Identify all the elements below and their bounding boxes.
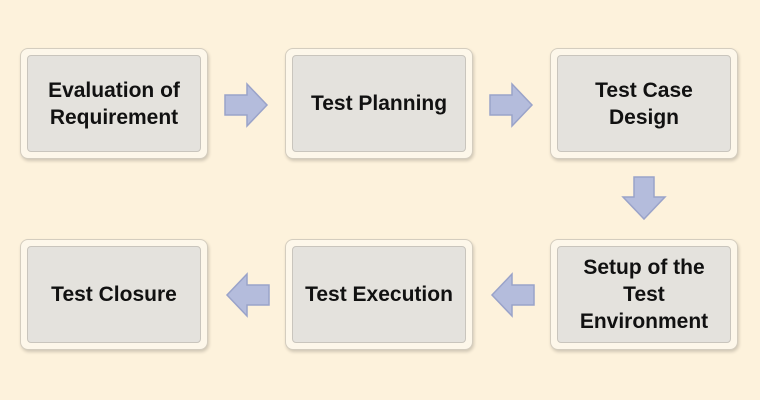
step-test-closure: Test Closure [20,239,208,350]
arrow-left-icon [225,272,271,318]
step-test-case-design: Test Case Design [550,48,738,159]
arrow-left-icon [490,272,536,318]
step-label: Test Execution [305,283,453,306]
arrow-right-icon [223,82,269,128]
step-test-planning: Test Planning [285,48,473,159]
step-label: Evaluation of Requirement [48,78,180,129]
step-label: Test Closure [51,283,177,306]
step-box-inner: Test Execution [292,246,466,343]
step-label: Test Case Design [595,78,693,129]
step-box-inner: Evaluation of Requirement [27,55,201,152]
step-box-inner: Test Case Design [557,55,731,152]
arrow-right-icon [488,82,534,128]
step-label: Setup of the Test Environment [579,256,709,333]
step-evaluation-of-requirement: Evaluation of Requirement [20,48,208,159]
step-box-inner: Test Closure [27,246,201,343]
step-box-inner: Setup of the Test Environment [557,246,731,343]
step-setup-of-the-test-environment: Setup of the Test Environment [550,239,738,350]
step-test-execution: Test Execution [285,239,473,350]
step-box-inner: Test Planning [292,55,466,152]
arrow-down-icon [621,175,667,221]
step-label: Test Planning [310,92,448,115]
